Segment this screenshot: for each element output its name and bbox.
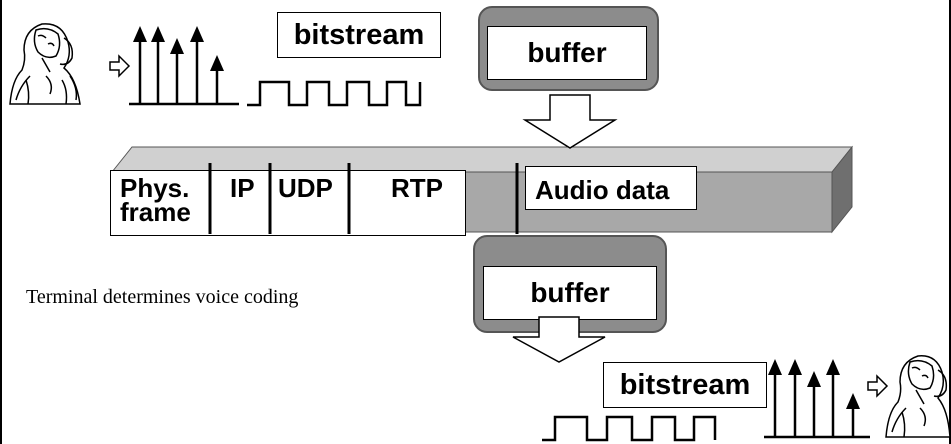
buffer-top: buffer bbox=[478, 6, 659, 91]
square-wave-icon bbox=[247, 80, 422, 107]
bitstream-bottom-label: bitstream bbox=[603, 362, 767, 408]
small-arrow-icon bbox=[867, 374, 889, 398]
small-arrow-icon bbox=[109, 54, 131, 78]
person-on-phone-icon bbox=[885, 355, 951, 438]
caption-text: Terminal determines voice coding bbox=[26, 286, 299, 308]
field-phys-line1: Phys. bbox=[120, 173, 190, 203]
person-on-phone-icon bbox=[9, 23, 81, 105]
square-wave-icon bbox=[542, 415, 717, 442]
down-arrow-icon bbox=[522, 94, 618, 149]
buffer-top-label: buffer bbox=[487, 26, 647, 80]
field-phys-line2: frame bbox=[120, 197, 191, 227]
field-rtp: RTP bbox=[391, 173, 443, 203]
impulse-samples-icon bbox=[764, 359, 870, 439]
down-arrow-icon bbox=[512, 316, 606, 363]
header-block bbox=[110, 170, 466, 236]
field-phys-frame: Phys. frame bbox=[120, 173, 191, 227]
bitstream-top-label: bitstream bbox=[277, 12, 441, 58]
impulse-samples-icon bbox=[129, 26, 239, 106]
field-ip: IP bbox=[230, 173, 255, 203]
field-audio-data: Audio data bbox=[535, 175, 670, 205]
field-udp: UDP bbox=[278, 173, 333, 203]
audio-data-box bbox=[525, 166, 697, 210]
